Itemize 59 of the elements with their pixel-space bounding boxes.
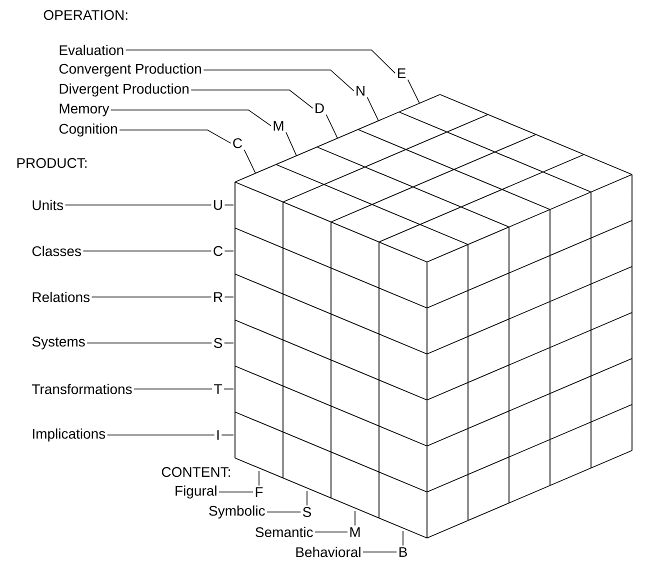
code-letter: N bbox=[356, 86, 364, 96]
code-letter: C bbox=[233, 138, 242, 148]
category-label: Relations bbox=[32, 292, 90, 302]
code-letter: M bbox=[350, 527, 360, 537]
category-label: Semantic bbox=[256, 526, 313, 538]
category-label: Symbolic bbox=[209, 505, 265, 519]
leader-line bbox=[224, 388, 234, 390]
leader-line bbox=[82, 250, 212, 252]
category-label: Transformations bbox=[32, 384, 132, 394]
code-letter: U bbox=[214, 200, 222, 210]
leader-line bbox=[258, 470, 260, 486]
leader-line bbox=[244, 149, 256, 174]
leader-line bbox=[64, 204, 212, 206]
axis-title: OPERATION: bbox=[44, 10, 128, 20]
leader-line bbox=[306, 490, 308, 506]
code-letter: D bbox=[316, 103, 324, 114]
leader-line bbox=[366, 96, 379, 122]
leader-line bbox=[354, 510, 356, 526]
leader-line bbox=[224, 296, 234, 298]
leader-line bbox=[190, 90, 314, 109]
code-letter: C bbox=[214, 246, 223, 256]
code-letter: I bbox=[217, 430, 219, 440]
category-label: Divergent Production bbox=[60, 83, 188, 97]
leader-line bbox=[407, 79, 420, 104]
code-letter: F bbox=[256, 487, 263, 497]
category-label: Figural bbox=[176, 485, 216, 499]
axis-title: PRODUCT: bbox=[17, 158, 86, 168]
code-letter: T bbox=[214, 384, 222, 394]
leader-line bbox=[203, 70, 354, 92]
category-label: Classes bbox=[32, 246, 81, 256]
leader-line bbox=[119, 130, 232, 144]
leader-line bbox=[326, 114, 338, 139]
leader-line bbox=[134, 388, 212, 390]
category-label: Behavioral bbox=[296, 546, 360, 558]
leader-line bbox=[91, 296, 212, 298]
leader-line bbox=[106, 434, 215, 436]
category-label: Cognition bbox=[59, 123, 117, 137]
code-letter: M bbox=[274, 121, 284, 131]
category-label: Evaluation bbox=[60, 44, 124, 56]
category-label: Systems bbox=[32, 336, 85, 350]
leader-line bbox=[224, 342, 234, 344]
code-letter: S bbox=[214, 338, 222, 348]
leader-line bbox=[402, 530, 404, 546]
leader-line bbox=[224, 250, 234, 252]
leader-line bbox=[125, 50, 396, 74]
code-letter: R bbox=[214, 292, 222, 302]
leader-line bbox=[221, 434, 234, 436]
category-label: Memory bbox=[60, 104, 110, 116]
code-letter: S bbox=[302, 507, 312, 517]
leader-line bbox=[286, 132, 297, 156]
leader-line bbox=[86, 342, 212, 344]
category-label: Convergent Production bbox=[59, 63, 201, 77]
category-label: Units bbox=[32, 200, 64, 210]
leader-line bbox=[224, 204, 234, 206]
code-letter: E bbox=[398, 68, 406, 78]
category-label: Implications bbox=[33, 428, 106, 442]
axis-title: CONTENT: bbox=[162, 467, 230, 477]
code-letter: B bbox=[399, 547, 407, 557]
leader-line bbox=[110, 110, 272, 126]
